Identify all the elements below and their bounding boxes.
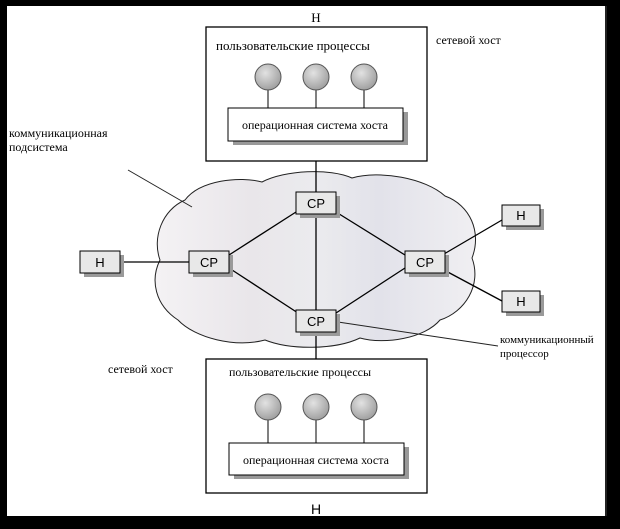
- cp-right-box: [404, 250, 446, 274]
- link-cp-right-h-top: [443, 219, 503, 255]
- top-os-box: [227, 107, 404, 142]
- communication-subnet-cloud: [154, 171, 476, 348]
- bottom-process-circle-1: [254, 393, 282, 421]
- top-process-circle-3: [350, 63, 378, 91]
- cp-node-right: CP: [404, 250, 449, 277]
- h-node-right-bottom: H: [501, 290, 544, 316]
- top-process-circle-2: [302, 63, 330, 91]
- comm-processor-label-line1: коммуникационный: [500, 334, 594, 346]
- network-links: [120, 161, 503, 359]
- cp-top-box: [295, 191, 337, 215]
- bottom-h-label: Н: [311, 501, 321, 517]
- cp-bottom-label: CP: [307, 314, 325, 329]
- cp-top-label: CP: [307, 196, 325, 211]
- h-left-box: [79, 250, 121, 274]
- cp-node-bottom: CP: [295, 309, 340, 336]
- subnet-label-line1: коммуникационная: [9, 126, 108, 140]
- top-network-host: пользовательские процессы операционная с…: [205, 26, 428, 162]
- top-h-label: Н: [311, 10, 320, 25]
- h-node-right-top: H: [501, 204, 544, 230]
- h-left-label: H: [95, 255, 104, 270]
- h-node-left: H: [79, 250, 124, 277]
- cp-left-box: [188, 250, 230, 274]
- h-right-top-label: H: [516, 208, 525, 223]
- bottom-network-host-label: сетевой хост: [108, 362, 174, 376]
- h-right-top-box: [501, 204, 541, 227]
- comm-processor-label-line2: процессор: [500, 348, 549, 360]
- link-cp-left-cp-bottom: [228, 267, 299, 314]
- bottom-process-circle-3: [350, 393, 378, 421]
- bottom-user-processes-label: пользовательские процессы: [229, 365, 371, 379]
- top-user-processes-label: пользовательские процессы: [216, 38, 370, 53]
- cp-bottom-box: [295, 309, 337, 333]
- link-cp-right-cp-bottom: [335, 267, 406, 314]
- link-cp-right-h-bottom: [443, 269, 503, 302]
- cp-pointer-line: [337, 321, 499, 347]
- top-os-label: операционная система хоста: [242, 118, 389, 132]
- bottom-process-circle-2: [302, 393, 330, 421]
- cp-node-left: CP: [188, 250, 233, 277]
- cp-node-top: CP: [295, 191, 340, 218]
- top-process-circle-1: [254, 63, 282, 91]
- subnet-pointer-line: [127, 169, 193, 208]
- bottom-os-box: [228, 442, 405, 476]
- cp-right-label: CP: [416, 255, 434, 270]
- h-right-bottom-label: H: [516, 294, 525, 309]
- bottom-os-label: операционная система хоста: [243, 453, 390, 467]
- bottom-network-host: пользовательские процессы операционная с…: [205, 358, 428, 494]
- link-cp-top-cp-right: [335, 211, 406, 256]
- h-right-bottom-box: [501, 290, 541, 313]
- cp-left-label: CP: [200, 255, 218, 270]
- link-cp-top-cp-left: [228, 211, 297, 256]
- subnet-label-line2: подсистема: [9, 140, 68, 154]
- top-network-host-label: сетевой хост: [436, 33, 502, 47]
